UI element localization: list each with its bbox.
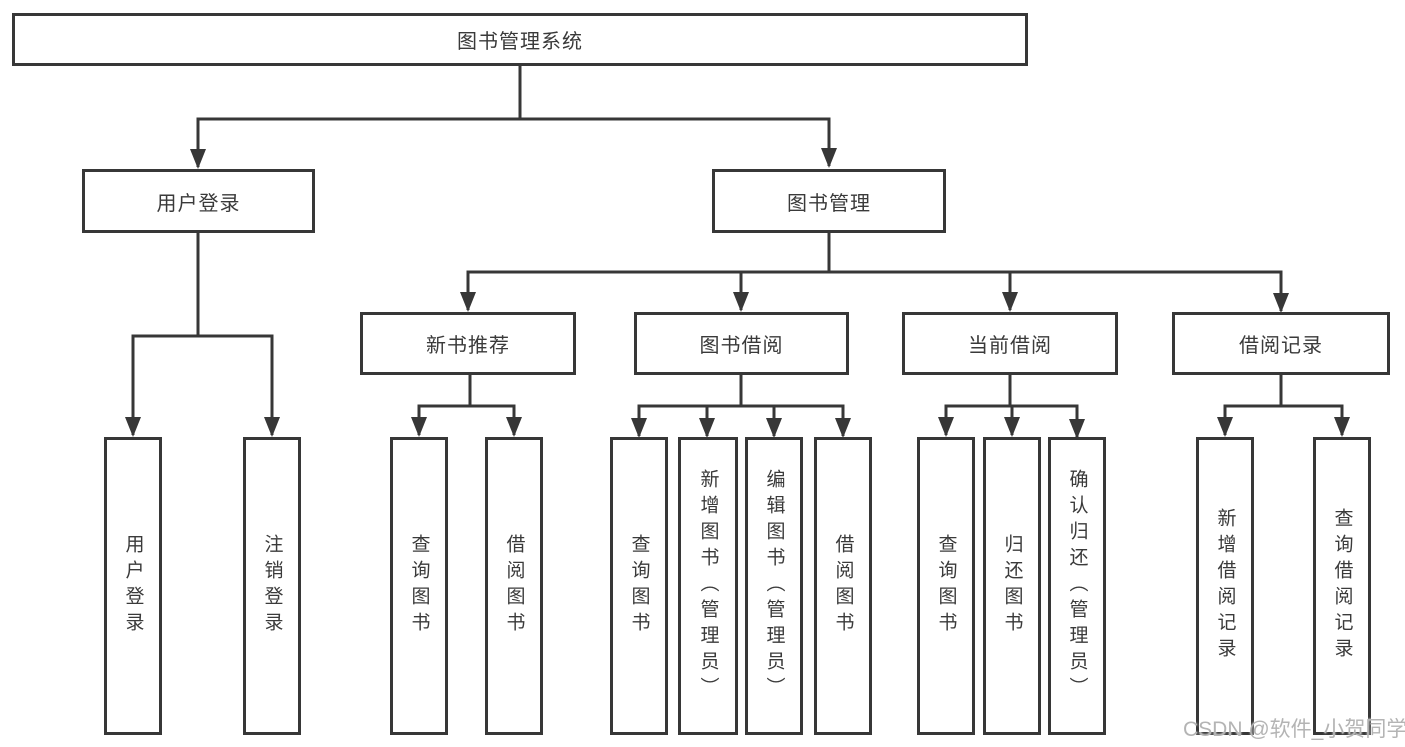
node-label: 查询图书 — [408, 534, 430, 638]
node-label: 新增借阅记录 — [1214, 508, 1236, 664]
node-current-borrowing: 当前借阅 — [902, 312, 1118, 375]
node-label: 查询借阅记录 — [1331, 508, 1353, 664]
node-label: 借阅图书 — [832, 534, 854, 638]
node-cb-query-books: 查询图书 — [917, 437, 975, 735]
node-label: 用户登录 — [122, 534, 144, 638]
node-bb-borrow-books: 借阅图书 — [814, 437, 872, 735]
node-label: 新书推荐 — [426, 335, 510, 357]
node-nb-borrow-books: 借阅图书 — [485, 437, 543, 735]
node-label: 借阅记录 — [1239, 335, 1323, 357]
node-br-add-record: 新增借阅记录 — [1196, 437, 1254, 735]
node-user-login-leaf: 用户登录 — [104, 437, 162, 735]
node-bb-query-books: 查询图书 — [610, 437, 668, 735]
node-new-book-recommend: 新书推荐 — [360, 312, 576, 375]
node-label: 图书管理系统 — [457, 31, 583, 53]
node-library-management-system: 图书管理系统 — [12, 13, 1028, 66]
node-bb-add-books-admin: 新增图书（管理员） — [678, 437, 738, 735]
node-label: 编辑图书（管理员） — [763, 469, 785, 703]
watermark-text: CSDN @软件_小贺同学 — [1183, 718, 1405, 741]
node-label: 确认归还（管理员） — [1066, 469, 1088, 703]
node-bb-edit-books-admin: 编辑图书（管理员） — [745, 437, 803, 735]
node-book-management: 图书管理 — [712, 169, 946, 233]
node-label: 当前借阅 — [968, 335, 1052, 357]
node-logout: 注销登录 — [243, 437, 301, 735]
node-cb-return-books: 归还图书 — [983, 437, 1041, 735]
node-br-query-record: 查询借阅记录 — [1313, 437, 1371, 735]
node-cb-confirm-return-admin: 确认归还（管理员） — [1048, 437, 1106, 735]
node-label: 归还图书 — [1001, 534, 1023, 638]
node-label: 查询图书 — [628, 534, 650, 638]
node-label: 用户登录 — [156, 192, 241, 215]
node-book-borrowing: 图书借阅 — [634, 312, 849, 375]
node-label: 注销登录 — [261, 534, 283, 638]
node-nb-query-books: 查询图书 — [390, 437, 448, 735]
node-user-login: 用户登录 — [82, 169, 315, 233]
node-label: 图书借阅 — [699, 335, 784, 357]
node-label: 新增图书（管理员） — [697, 469, 719, 703]
node-label: 借阅图书 — [503, 534, 525, 638]
node-label: 查询图书 — [935, 534, 957, 638]
node-borrowing-records: 借阅记录 — [1172, 312, 1390, 375]
node-label: 图书管理 — [787, 192, 871, 215]
